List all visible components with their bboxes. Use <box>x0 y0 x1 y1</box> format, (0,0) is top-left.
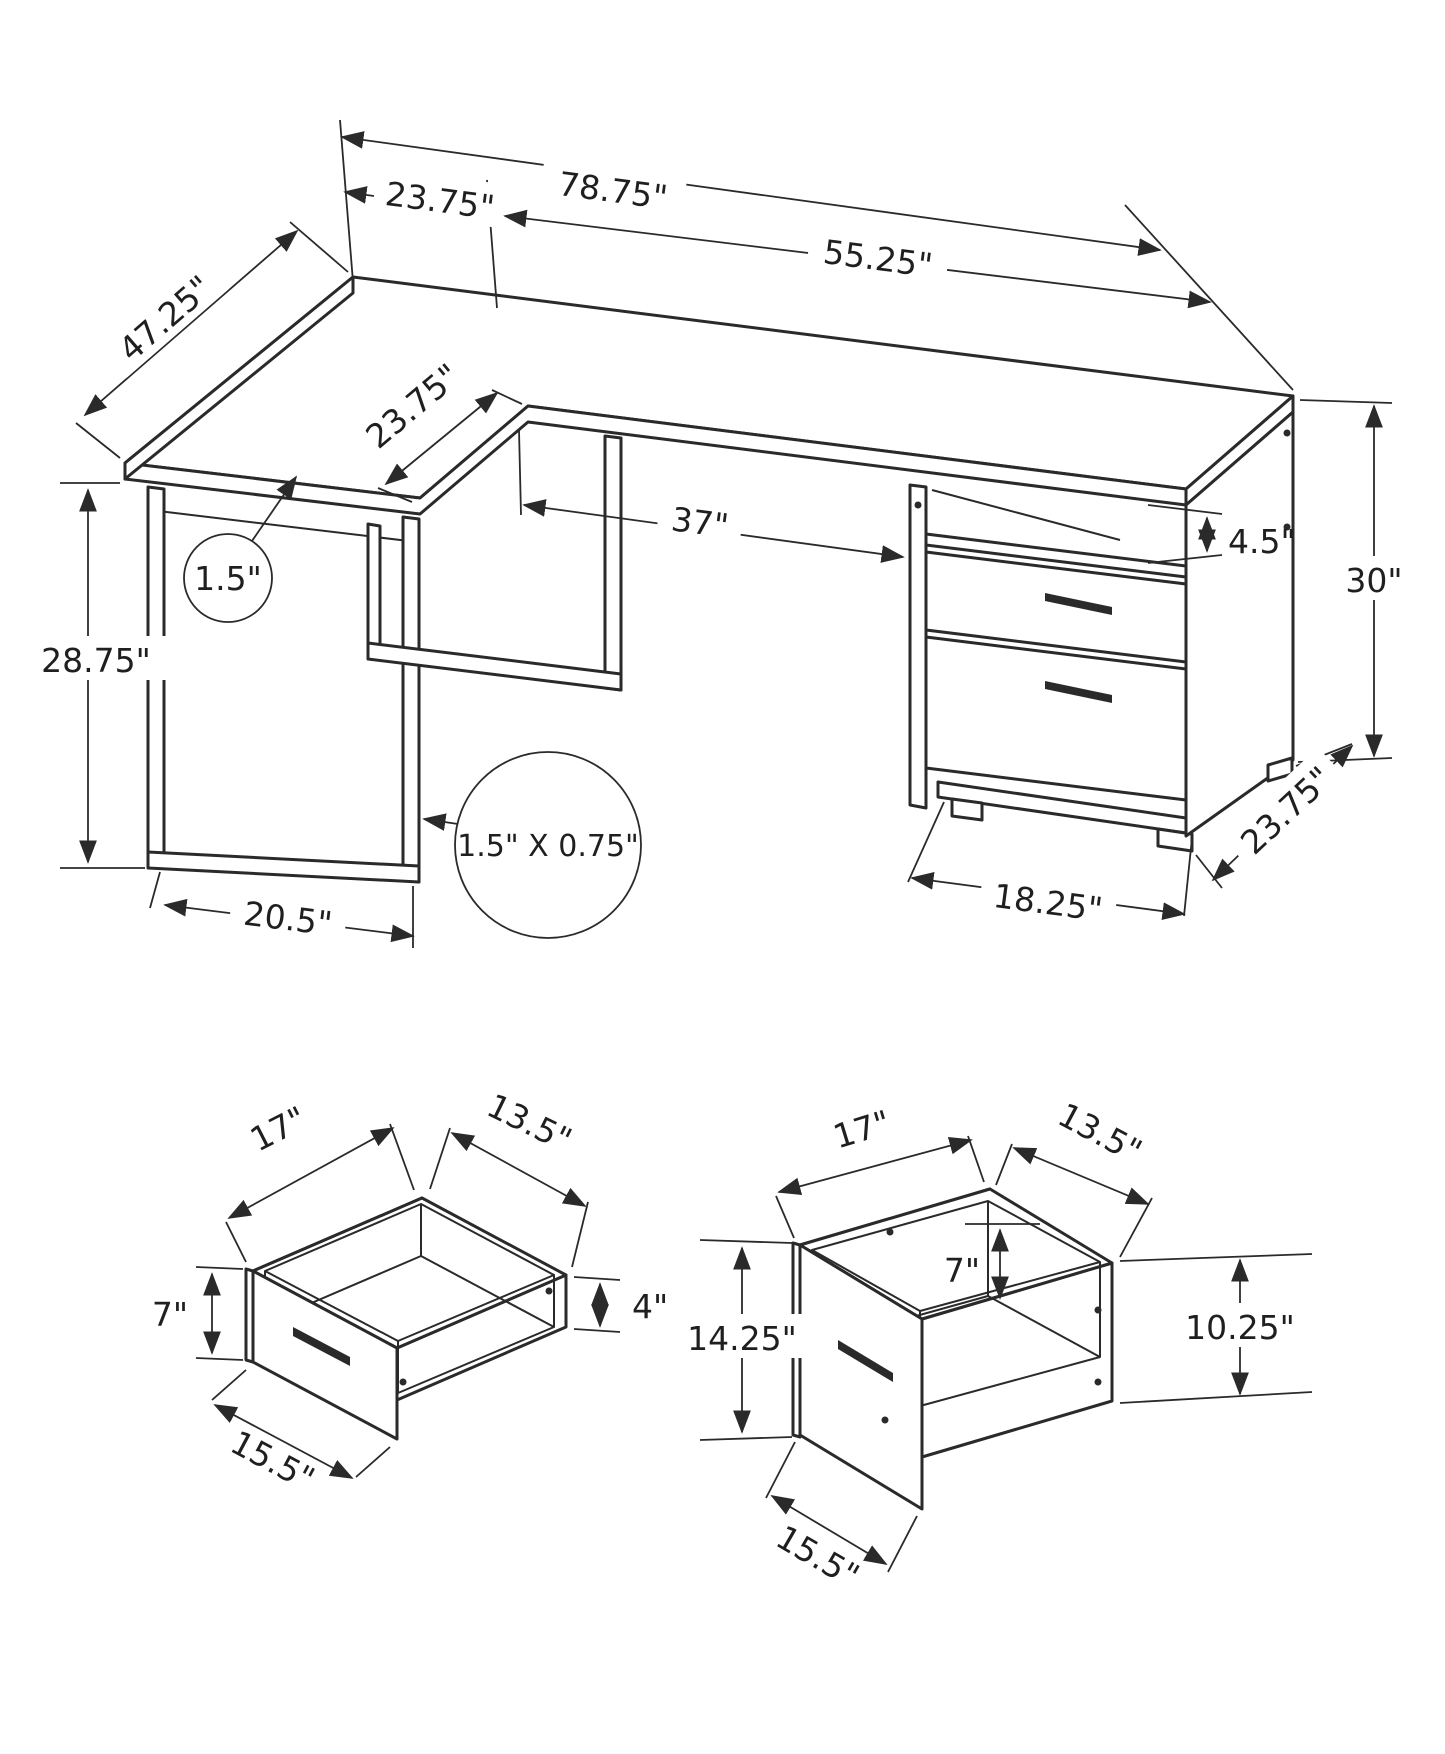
dim-right-top-width: 55.25" <box>805 225 951 287</box>
corner-frame-bottom-rail <box>366 641 623 692</box>
main-dimensions: 78.75" 23.75" 55.25" 47.25" <box>24 119 1416 948</box>
dim-line-corner-depth <box>384 391 499 486</box>
dim-file-drawer-width: 13.5" <box>1052 1095 1149 1171</box>
svg-text:10.25": 10.25" <box>1185 1308 1295 1347</box>
dim-small-drawer-side-height: 4" <box>632 1287 668 1326</box>
dim-return-length: 47.25" <box>97 255 230 378</box>
screw-hole <box>1094 1306 1102 1314</box>
svg-text:14.25": 14.25" <box>687 1319 797 1358</box>
small-drawer-handle <box>293 1327 350 1366</box>
top-drawer-handle <box>1045 593 1112 615</box>
dim-small-drawer-depth: 17" <box>244 1098 313 1159</box>
dim-line-small-drawer-depth <box>227 1127 395 1219</box>
leg-tube-callout-circle <box>454 751 642 939</box>
screw-hole <box>545 1287 553 1295</box>
dim-line-file-drawer-depth <box>777 1137 973 1195</box>
dim-line-file-drawer-width <box>1012 1147 1150 1205</box>
svg-text:37": 37" <box>669 499 731 545</box>
corner-frame-front-leg <box>366 522 382 659</box>
file-drawer-dimensions: 17" 13.5" 7" 14.25" <box>680 1095 1313 1595</box>
svg-text:17": 17" <box>244 1098 313 1159</box>
dim-small-drawer-front-width: 15.5" <box>224 1423 321 1499</box>
svg-text:47.25": 47.25" <box>111 268 219 369</box>
desk-top-face <box>123 275 1295 500</box>
desk-isometric-view: 78.75" 23.75" 55.25" 47.25" <box>24 119 1416 948</box>
screw-hole <box>1094 1378 1102 1386</box>
svg-text:15.5": 15.5" <box>770 1517 866 1595</box>
screw-hole <box>914 501 922 509</box>
pedestal-left-panel <box>908 483 928 810</box>
dim-line-small-drawer-front-width <box>213 1404 354 1479</box>
dim-file-drawer-front-width: 15.5" <box>770 1517 866 1595</box>
dim-overall-height: 30" <box>1332 556 1416 600</box>
dim-cubby-height: 4.5" <box>1228 522 1296 561</box>
file-drawer-handle <box>1045 681 1112 703</box>
corner-frame-rear-leg <box>603 434 623 692</box>
dim-line-small-drawer-width <box>450 1132 587 1207</box>
screw-hole <box>1283 523 1291 531</box>
screw-hole <box>399 1378 407 1386</box>
dim-leg-clearance: 28.75" <box>24 636 168 680</box>
dim-file-drawer-side-height: 10.25" <box>1178 1303 1302 1347</box>
left-frame-rear-leg <box>401 515 421 884</box>
dim-return-top-width: 23.75" <box>371 167 509 229</box>
dim-leg-span: 20.5" <box>227 887 349 945</box>
screw-hole <box>886 1228 894 1236</box>
dim-line-file-drawer-front-width <box>770 1495 888 1565</box>
leg-tube-arrow <box>422 813 459 831</box>
dim-cabinet-width: 18.25" <box>977 869 1119 931</box>
screw-hole <box>881 1416 889 1424</box>
cubby-back-edge <box>931 489 1121 541</box>
dim-file-drawer-front-height: 14.25" <box>680 1314 804 1358</box>
svg-text:28.75": 28.75" <box>41 641 151 680</box>
svg-text:30": 30" <box>1345 561 1402 600</box>
file-drawer-front <box>924 635 1188 802</box>
screw-hole <box>1283 429 1291 437</box>
dim-file-drawer-inner-depth: 7" <box>944 1251 980 1290</box>
drawer-pedestal <box>908 410 1295 853</box>
left-frame-bottom-rail <box>146 850 421 884</box>
top-thickness-callout-circle <box>183 533 273 623</box>
dim-small-drawer-front-height: 7" <box>152 1295 188 1334</box>
dim-line-return-length <box>83 229 299 417</box>
dim-file-drawer-depth: 17" <box>829 1102 895 1156</box>
svg-text:17": 17" <box>829 1102 895 1156</box>
file-drawer-detail: 17" 13.5" 7" 14.25" <box>680 1095 1313 1595</box>
top-thickness-arrow <box>251 475 298 542</box>
pedestal-foot-left <box>950 797 984 822</box>
dim-overall-width: 78.75" <box>539 156 688 220</box>
corner-leg-frame <box>366 434 623 692</box>
dim-leg-tube-size: 1.5" X 0.75" <box>457 829 639 864</box>
dim-top-thickness: 1.5" <box>194 559 262 598</box>
small-drawer-front-edge <box>244 1267 255 1364</box>
file-drawer-handle <box>838 1340 893 1382</box>
dim-knee-clearance: 37" <box>655 492 745 548</box>
svg-text:13.5": 13.5" <box>481 1086 578 1160</box>
svg-text:15.5": 15.5" <box>224 1423 321 1499</box>
pedestal-foot-right <box>1156 827 1194 853</box>
small-drawer-detail: 17" 13.5" 7" 4" 15.5" <box>152 1086 668 1499</box>
dim-small-drawer-width: 13.5" <box>481 1086 578 1160</box>
svg-text:13.5": 13.5" <box>1052 1095 1149 1171</box>
